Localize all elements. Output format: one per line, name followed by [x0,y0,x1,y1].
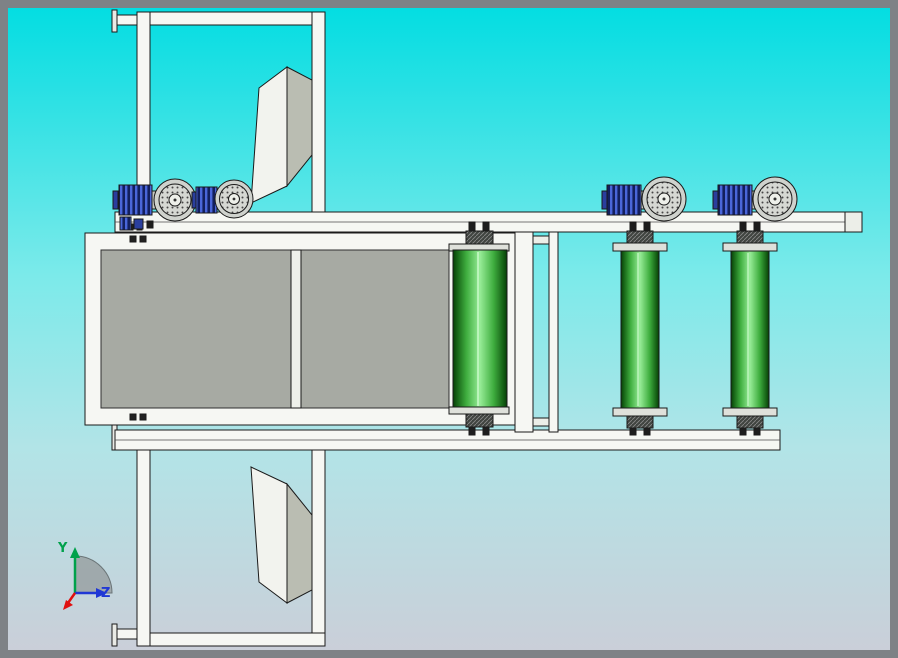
motor-fins [195,186,218,214]
conveyor [84,221,516,436]
conveyor-head-roller [448,221,510,436]
lower-rail [114,429,781,451]
green-roller [620,250,660,409]
roller-bearing-top [465,230,494,245]
roller-bearing-top [626,230,654,244]
roller-bearing-bottom [626,415,654,429]
motor-fins [606,184,642,216]
green-roller [452,249,508,409]
bottom-hopper-chute [250,466,313,604]
motor-fins [717,184,753,216]
belt-divider [290,249,302,409]
roller-2 [722,221,778,436]
y-axis-arrowhead [70,547,80,558]
x-axis-arrow [66,592,77,604]
roller-bearing-bottom [736,415,764,429]
x-axis-arrowhead [63,600,73,610]
belt-panel-right [300,249,450,409]
top-hopper-chute [250,66,313,204]
motor-3 [601,176,687,222]
chute-panel-white [250,466,288,604]
lower-stand-frame [111,449,326,647]
axis-triad: Y Z [57,541,113,610]
chute-panel-gray [286,66,313,188]
roller-bearing-bottom [465,413,494,428]
belt-panel-left [100,249,292,409]
green-roller [730,250,770,409]
z-axis-label: Z [101,586,110,601]
roller-1 [612,221,668,436]
motor-2 [191,179,254,219]
chute-panel-white [250,66,288,204]
motor-mount-hardware [119,216,154,231]
z-axis-arrowhead [96,588,107,598]
motor-4 [712,176,798,222]
motor-1 [112,178,197,222]
chute-panel-gray [286,482,313,604]
motor-fins [118,184,153,216]
y-axis-label: Y [57,541,68,556]
support-column [514,231,559,433]
roller-bearing-top [736,230,764,244]
